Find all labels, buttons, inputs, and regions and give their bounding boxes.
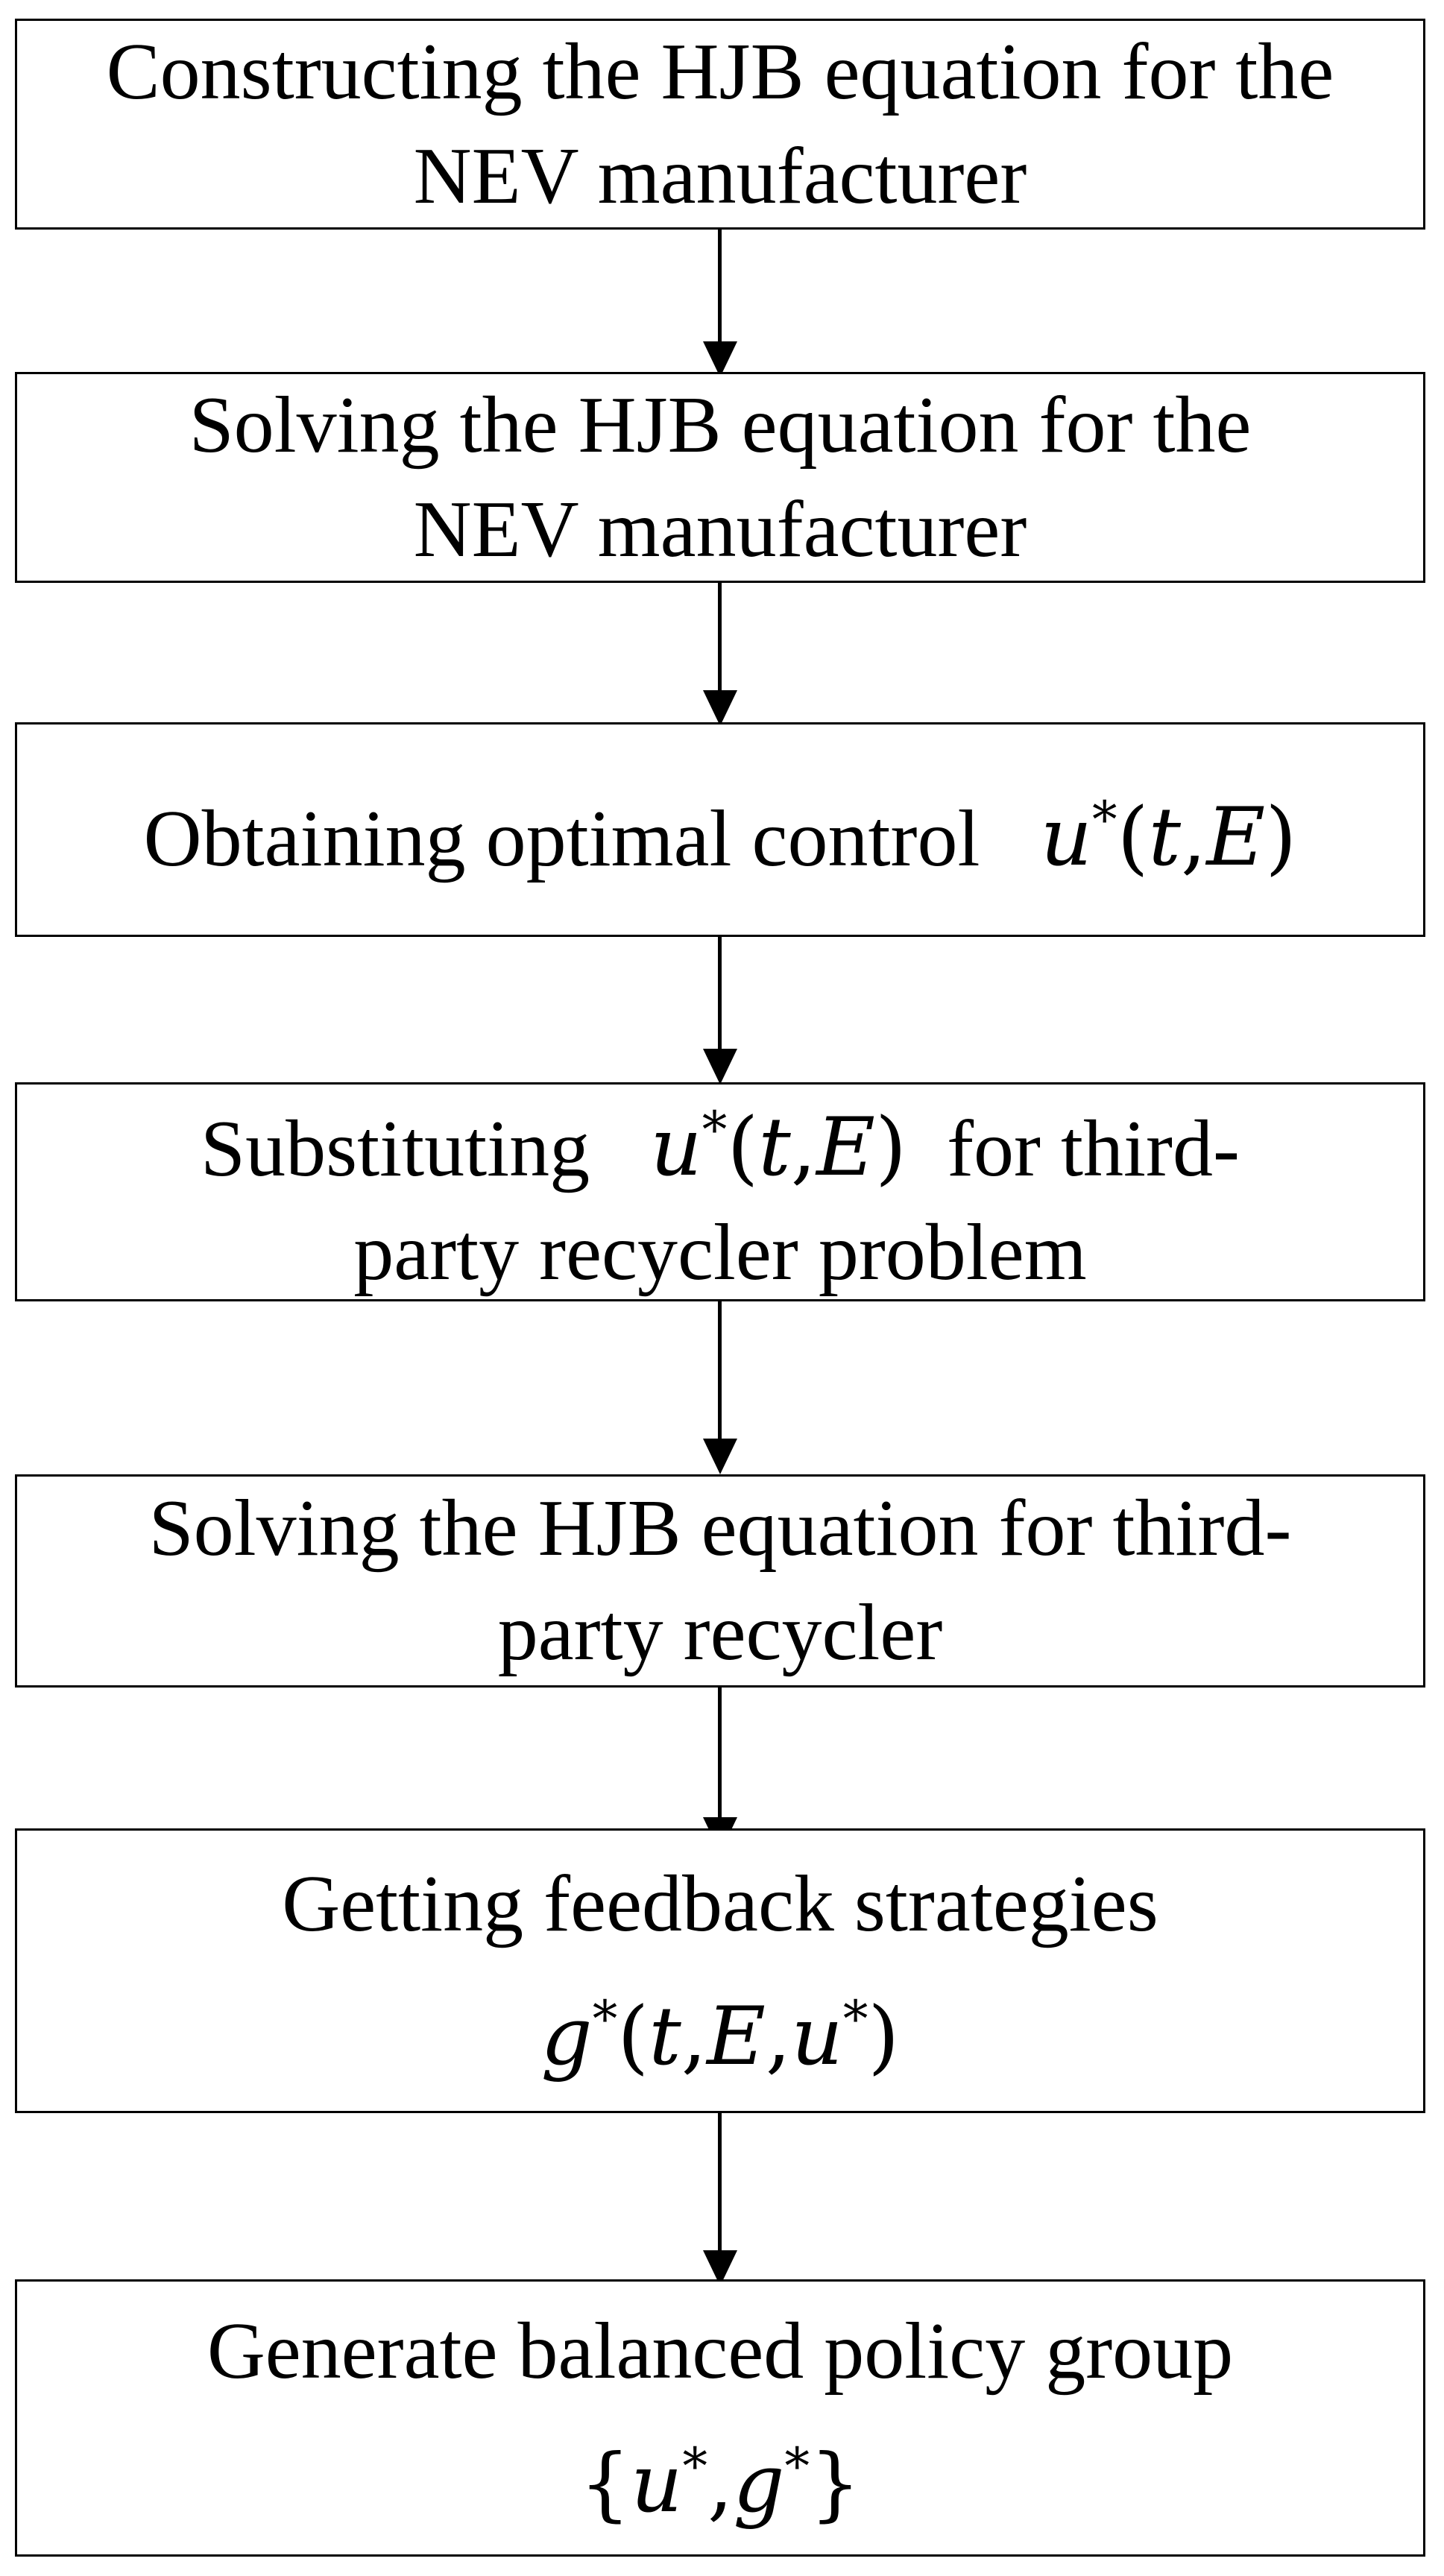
step-box-solving-hjb-recycler: Solving the HJB equation for third- part… [15, 1474, 1425, 1688]
step-1-line-1: Constructing the HJB equation for the [106, 27, 1334, 116]
step-box-optimal-control: Obtaining optimal control u*(t,E) [15, 722, 1425, 937]
step-5-line-1: Solving the HJB equation for third- [148, 1484, 1292, 1573]
step-box-feedback-strategies: Getting feedback strategies g*(t,E,u*) [15, 1828, 1425, 2113]
step-3-line: Obtaining optimal control u*(t,E) [144, 768, 1297, 891]
step-4-line-1: Substituting u*(t,E) for third- [201, 1079, 1240, 1202]
step-4-formula: u*(t,E) [650, 1101, 907, 1195]
step-box-constructing-hjb: Constructing the HJB equation for the NE… [15, 19, 1425, 230]
step-4-after: for third- [947, 1104, 1240, 1193]
step-3-formula: u*(t,E) [1040, 791, 1297, 885]
step-4-line-2: party recycler problem [353, 1208, 1087, 1298]
step-7-text: Generate balanced policy group [206, 2307, 1234, 2396]
step-6-formula: g*(t,E,u*) [540, 1989, 900, 2083]
step-6-text: Getting feedback strategies [282, 1860, 1158, 1949]
step-2-line-2: NEV manufacturer [413, 484, 1027, 574]
step-7-formula: {u*,g*} [579, 2437, 861, 2531]
step-2-line-1: Solving the HJB equation for the [189, 380, 1252, 470]
step-5-line-2: party recycler [497, 1588, 943, 1677]
step-box-substituting: Substituting u*(t,E) for third- party re… [15, 1082, 1425, 1301]
step-box-solving-hjb-manufacturer: Solving the HJB equation for the NEV man… [15, 372, 1425, 583]
step-4-before: Substituting [201, 1104, 590, 1193]
step-3-text: Obtaining optimal control [143, 794, 980, 883]
step-1-line-2: NEV manufacturer [413, 131, 1027, 221]
step-box-balanced-policy: Generate balanced policy group {u*,g*} [15, 2279, 1425, 2557]
